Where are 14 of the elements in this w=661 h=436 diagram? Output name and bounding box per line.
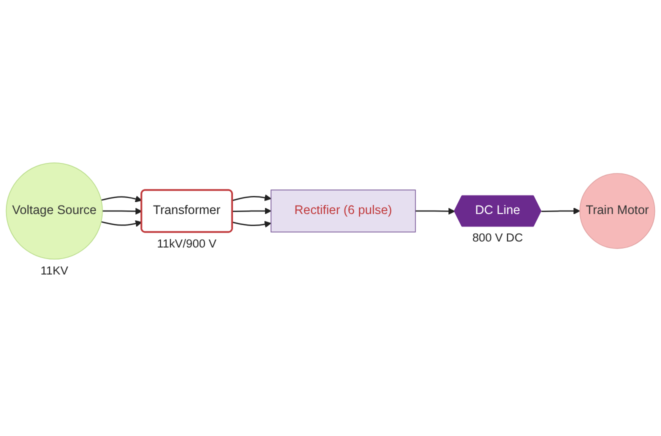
voltage-label: 11KV xyxy=(40,264,68,278)
arrow xyxy=(101,196,142,202)
node-circle: Train Motor xyxy=(579,173,656,249)
node-box: Rectifier (6 pulse) xyxy=(270,190,416,232)
voltage-label: 11kV/900 V xyxy=(157,238,216,251)
voltage-label: 800 V DC xyxy=(472,232,523,245)
arrow xyxy=(415,208,456,215)
arrow xyxy=(232,220,272,228)
arrow xyxy=(232,208,272,214)
arrow xyxy=(101,220,142,227)
node-circle: Voltage Source xyxy=(6,162,103,260)
arrow xyxy=(102,208,142,215)
arrow xyxy=(541,208,580,214)
arrow xyxy=(232,194,272,202)
